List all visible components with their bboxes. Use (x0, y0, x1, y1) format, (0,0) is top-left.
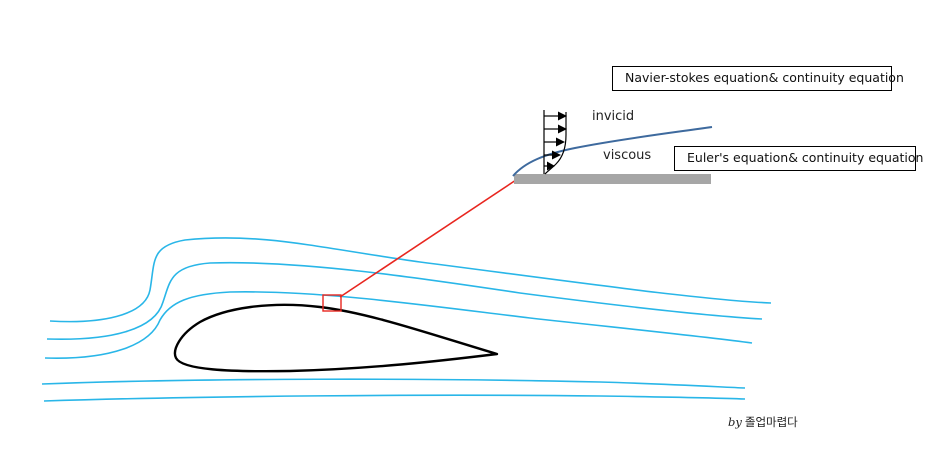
flat-plate (514, 174, 711, 184)
velocity-arrows (544, 111, 567, 171)
airfoil (173, 303, 499, 373)
streamline (44, 291, 753, 359)
boundary-layer-edge (512, 126, 713, 177)
zoom-box (322, 294, 342, 312)
streamline (46, 261, 763, 341)
euler-label-box: Euler's equation& continuity equation (674, 146, 923, 171)
velocity-profile-curve (544, 112, 567, 175)
zoom-leader-line (339, 179, 517, 298)
streamline (43, 394, 746, 402)
credit-author: 졸업마렵다 (744, 415, 798, 429)
navier-stokes-label-box: Navier-stokes equation& continuity equat… (612, 66, 904, 91)
streamline (41, 378, 746, 389)
velocity-arrow-head (558, 111, 567, 121)
velocity-arrow-head (556, 137, 565, 147)
velocity-arrow-head (558, 124, 567, 134)
streamline (49, 237, 772, 323)
invicid-label: invicid (592, 109, 635, 124)
viscous-label: viscous (603, 148, 652, 163)
velocity-arrow-head (547, 161, 555, 171)
velocity-arrow-head (552, 150, 561, 160)
credit-by: by (728, 415, 742, 429)
